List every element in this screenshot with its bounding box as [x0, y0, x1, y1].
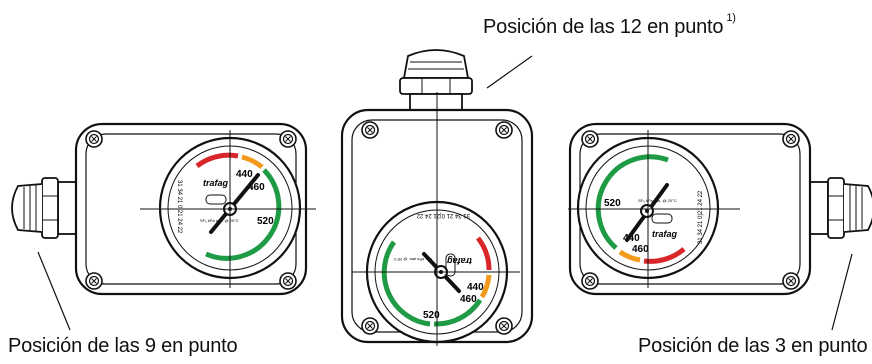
gas-text-center: SF₆ kPa abs. @ 20°C — [393, 257, 432, 262]
unit-9-oclock: 440 460 520 trafag SF₆ kPa abs. @ 20°C 3… — [11, 122, 316, 331]
label-520-center: 520 — [423, 310, 440, 321]
cable-gland-top — [399, 49, 473, 113]
leader-center — [486, 55, 533, 89]
label-440-right: 440 — [623, 233, 640, 244]
unit-12-oclock: 440 460 520 trafag SF₆ kPa abs. @ 20°C 3… — [340, 49, 534, 346]
orange-zone-center — [479, 274, 492, 299]
cable-gland-left — [11, 177, 77, 239]
label-520-right: 520 — [604, 198, 621, 209]
serial-right: 31 34 21 0|21 24 22 — [698, 190, 704, 244]
leader-right — [831, 253, 853, 331]
serial-left: 31 34 21 0|21 24 22 — [176, 180, 182, 234]
green-zone-left — [205, 168, 282, 261]
label-440-left: 440 — [236, 169, 253, 180]
footnote-marker: 1) — [726, 12, 736, 24]
brand-logo-right: trafag — [652, 229, 678, 239]
leader-left — [37, 251, 71, 331]
caption-12-text: Posición de las 12 en punto — [483, 16, 724, 38]
label-460-center: 460 — [460, 294, 477, 305]
red-zone-center — [475, 236, 492, 271]
caption-3-oclock: Posición de las 3 en punto — [638, 335, 868, 357]
brand-logo-center: trafag — [446, 256, 472, 266]
unit-3-oclock: 520 440 460 trafag SF₆ kPa abs. @ 20°C 3… — [568, 122, 872, 331]
label-460-left: 460 — [248, 182, 265, 193]
label-520-left: 520 — [257, 216, 274, 227]
cable-gland-right — [809, 177, 872, 239]
orange-zone-right — [618, 249, 641, 263]
serial-center: 31 34 21 0|21 24 22 — [416, 212, 470, 218]
green-zone-center — [381, 240, 431, 327]
pointer-left — [209, 173, 260, 234]
brand-logo-left: trafag — [203, 178, 229, 188]
label-460-right: 460 — [632, 244, 649, 255]
caption-9-oclock: Posición de las 9 en punto — [8, 335, 238, 357]
red-zone-left — [195, 152, 239, 169]
orange-zone-left — [241, 154, 264, 170]
label-440-center: 440 — [467, 282, 484, 293]
